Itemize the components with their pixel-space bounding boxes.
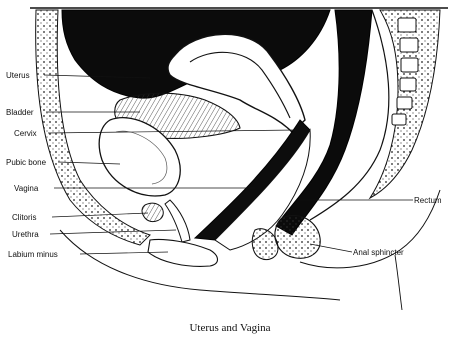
labium-shape bbox=[148, 239, 218, 266]
urethra-shape bbox=[165, 200, 190, 242]
label-vagina: Vagina bbox=[14, 184, 38, 193]
perianal-tissue bbox=[252, 229, 278, 260]
label-cervix: Cervix bbox=[14, 129, 37, 138]
thigh-outline bbox=[395, 255, 402, 310]
label-pubic-bone: Pubic bone bbox=[6, 158, 46, 167]
figure-caption: Uterus and Vagina bbox=[0, 322, 460, 334]
anal-sphincter-shape bbox=[275, 215, 320, 258]
label-anal-sphincter: Anal sphincter bbox=[353, 248, 404, 257]
label-clitoris: Clitoris bbox=[12, 213, 36, 222]
label-rectum: Rectum bbox=[414, 196, 442, 205]
clitoris-shape bbox=[142, 203, 163, 221]
label-uterus: Uterus bbox=[6, 71, 30, 80]
label-urethra: Urethra bbox=[12, 230, 39, 239]
label-bladder: Bladder bbox=[6, 108, 34, 117]
label-labium-minus: Labium minus bbox=[8, 250, 58, 259]
